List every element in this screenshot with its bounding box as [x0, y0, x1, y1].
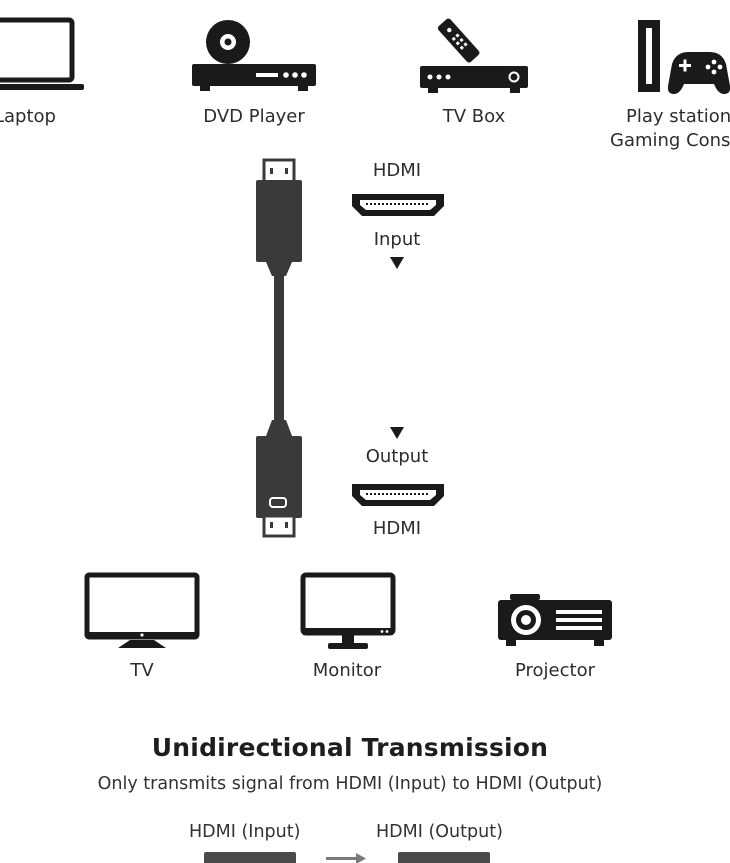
display-label-projector: Projector [515, 660, 595, 681]
tv-icon [84, 572, 200, 648]
flow-output-port-icon [398, 852, 490, 863]
arrow-right-icon [326, 853, 366, 863]
source-label-dvd-player: DVD Player [203, 106, 305, 127]
connector-output-label: Output [365, 446, 429, 467]
source-label-laptop: Laptop [0, 106, 56, 127]
source-label-tv-box: TV Box [442, 106, 506, 127]
projector-icon [498, 594, 612, 646]
source-label-console-line2: Gaming Cons [610, 130, 730, 151]
game-console-icon [638, 20, 730, 94]
connector-top-label: HDMI [372, 160, 422, 181]
hdmi-port-input-icon [352, 194, 444, 216]
arrow-down-icon [390, 257, 404, 269]
transmission-subtitle: Only transmits signal from HDMI (Input) … [97, 774, 603, 794]
display-label-monitor: Monitor [312, 660, 382, 681]
connector-bottom-label: HDMI [372, 518, 422, 539]
flow-output-label: HDMI (Output) [376, 822, 503, 842]
tv-box-icon [420, 18, 528, 93]
monitor-icon [300, 572, 396, 649]
flow-input-label: HDMI (Input) [189, 822, 301, 842]
dvd-player-icon [192, 20, 316, 91]
source-label-console-line1: Play station [626, 106, 730, 127]
laptop-icon [0, 17, 84, 90]
arrow-down-icon [390, 427, 404, 439]
hdmi-cable [256, 158, 302, 538]
display-label-tv: TV [130, 660, 154, 681]
transmission-title: Unidirectional Transmission [151, 733, 549, 762]
hdmi-port-output-icon [352, 484, 444, 506]
flow-input-port-icon [204, 852, 296, 863]
connector-input-label: Input [373, 229, 421, 250]
